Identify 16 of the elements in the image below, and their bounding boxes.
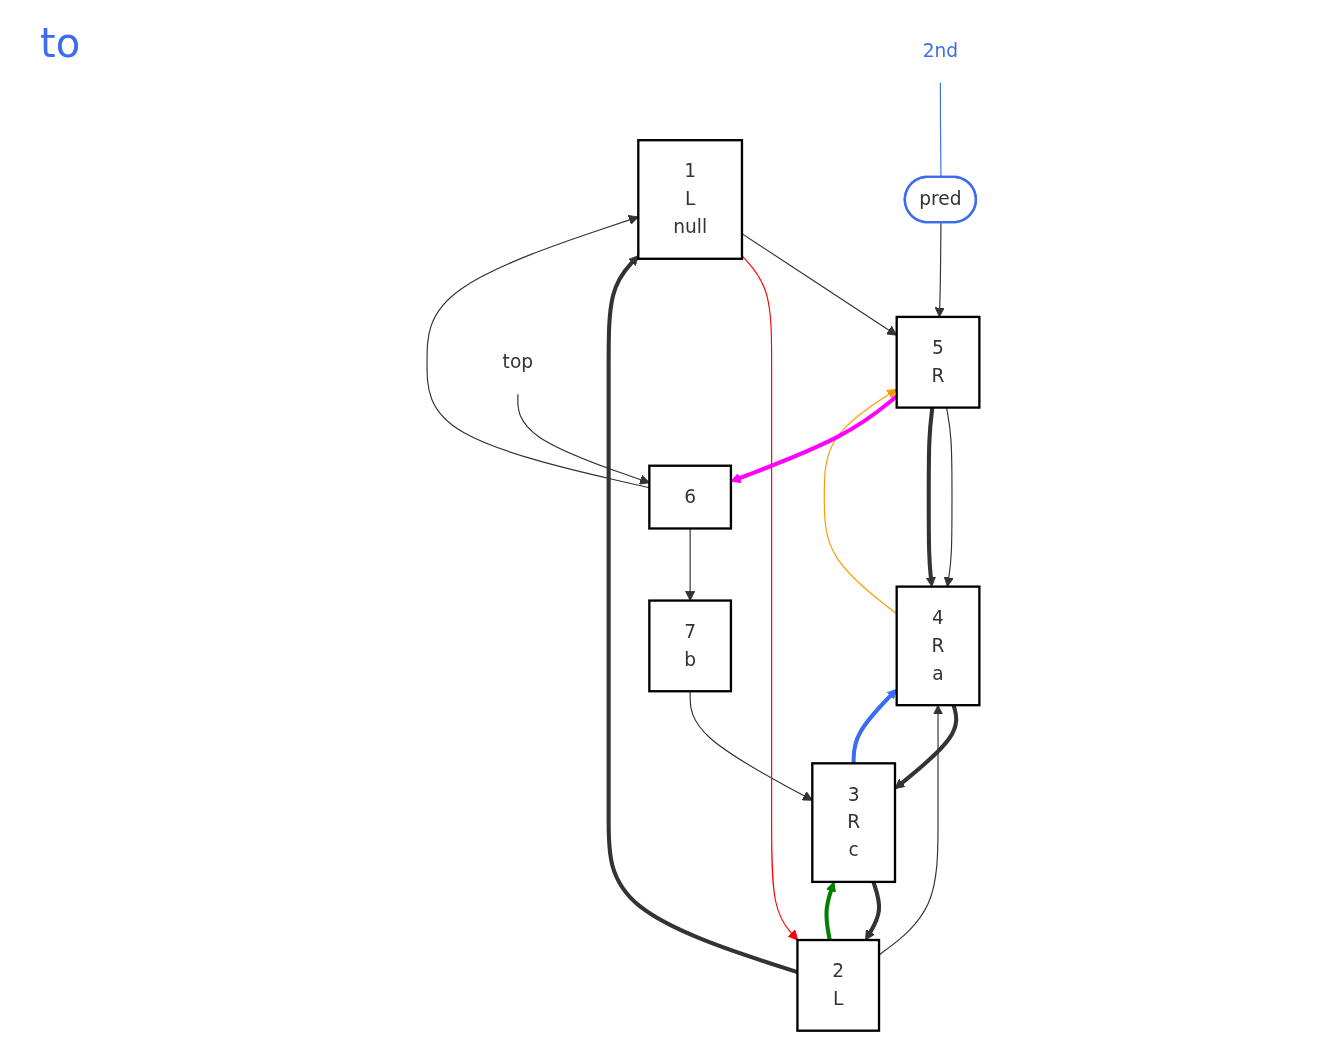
node-box: 5 R xyxy=(895,315,981,409)
node-box: 3 R c xyxy=(811,762,897,884)
node-box: 2 L xyxy=(796,938,881,1032)
arrow xyxy=(741,255,799,941)
arrow xyxy=(426,215,650,489)
node-text: top xyxy=(502,350,534,373)
arrow xyxy=(517,393,650,485)
arrow xyxy=(606,255,799,975)
arrow xyxy=(865,881,882,941)
node-box: 7 b xyxy=(648,599,733,693)
node-text: 2nd xyxy=(922,39,959,62)
handwritten-note: to xyxy=(40,20,81,66)
node-box: 6 xyxy=(648,464,733,530)
node-box: 1 L null xyxy=(637,139,744,260)
arrow xyxy=(824,881,836,941)
node-box: 4 R a xyxy=(895,585,981,707)
